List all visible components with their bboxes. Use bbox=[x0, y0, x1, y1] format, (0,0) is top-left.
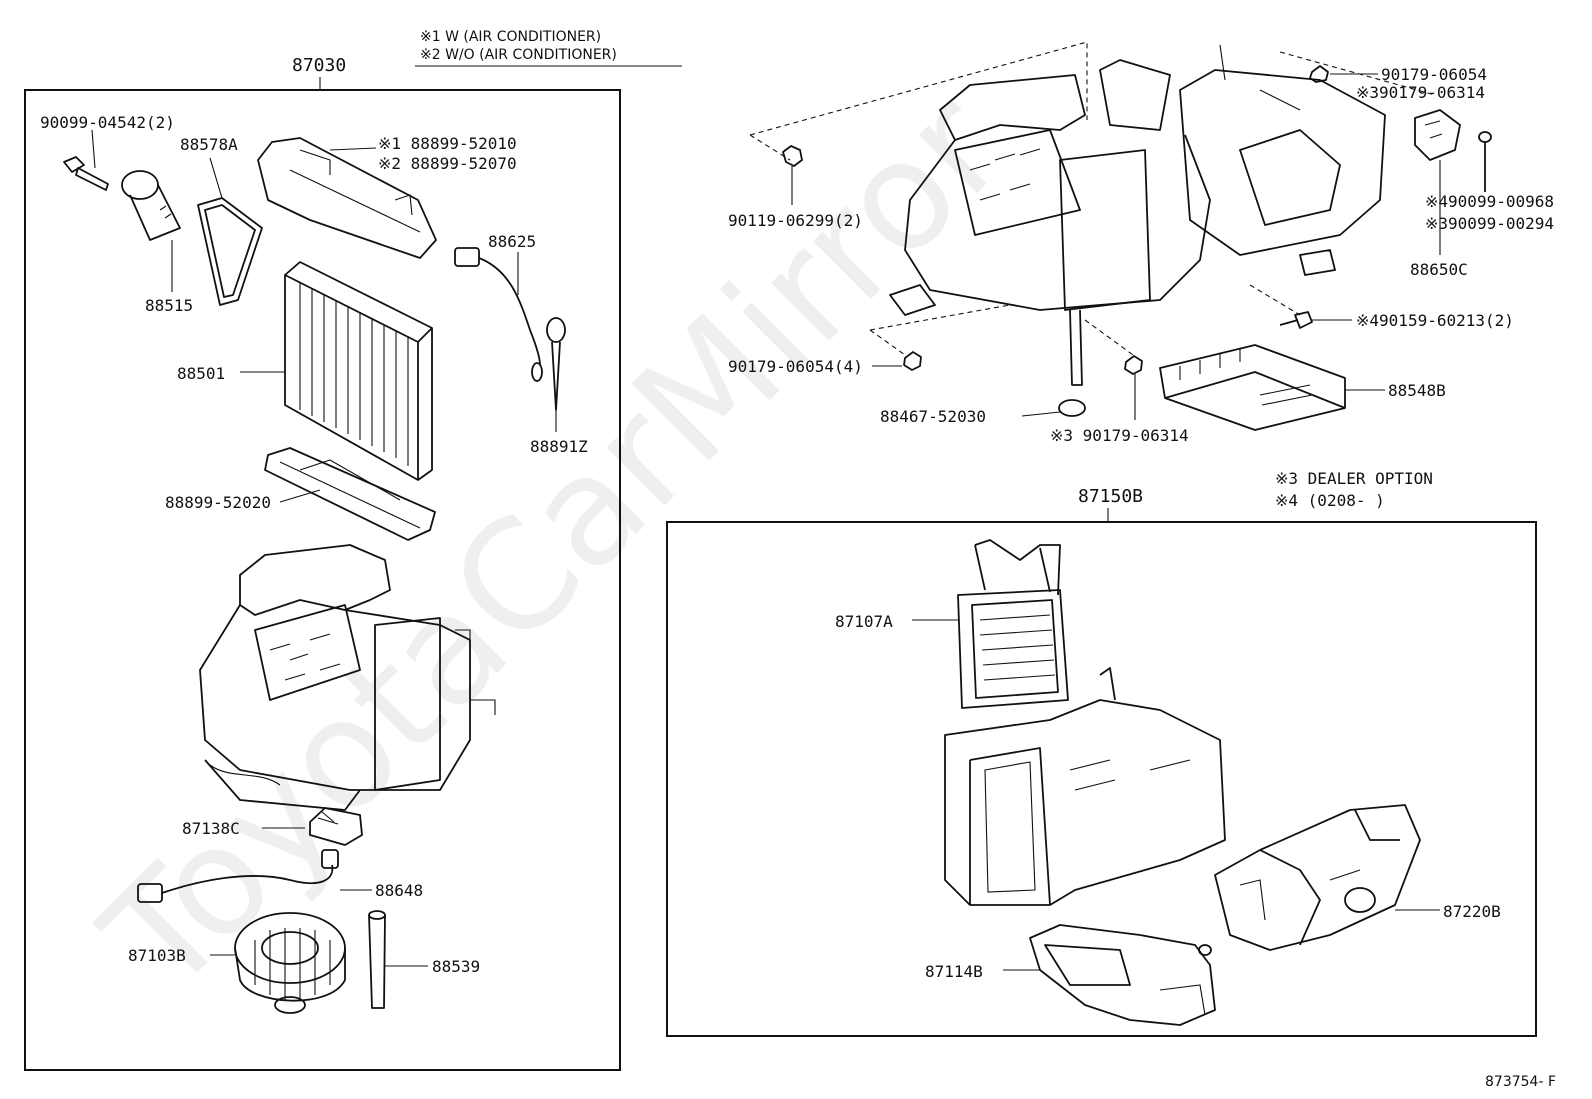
label-88625: 88625 bbox=[488, 232, 536, 251]
label-87107A: 87107A bbox=[835, 612, 893, 631]
bolt-90099-04542 bbox=[63, 129, 109, 191]
label-88899-52070: ※2 88899-52070 bbox=[378, 154, 517, 173]
heater-core-87107A bbox=[912, 539, 1069, 709]
label-90179-06054-top: 90179-06054 bbox=[1381, 65, 1487, 84]
blower-housing bbox=[199, 544, 496, 811]
screw-90119-06299 bbox=[782, 145, 803, 205]
assembly-87030-title: 87030 bbox=[292, 55, 346, 76]
label-90099-04542: 90099-04542(2) bbox=[40, 113, 175, 132]
blower-motor-87103B bbox=[210, 912, 346, 1014]
actuator-88650C bbox=[1414, 109, 1492, 255]
duct-87220B bbox=[1214, 804, 1440, 951]
label-90179-06054-4: 90179-06054(4) bbox=[728, 357, 863, 376]
label-87103B: 87103B bbox=[128, 946, 186, 965]
label-87138C: 87138C bbox=[182, 819, 240, 838]
label-87220B: 87220B bbox=[1443, 902, 1501, 921]
tray-88899-52020 bbox=[264, 447, 436, 541]
evaporator-88501 bbox=[240, 261, 433, 481]
label-88539: 88539 bbox=[432, 957, 480, 976]
legend-mid: ※3 DEALER OPTION ※4 (0208- ) bbox=[1275, 469, 1433, 510]
legend-line-1: ※1 W (AIR CONDITIONER) bbox=[420, 29, 601, 45]
label-90179-06314-top: ※390179-06314 bbox=[1356, 83, 1485, 102]
nut-90179-06054-top bbox=[1309, 65, 1378, 83]
cover-88899-52010 bbox=[257, 137, 437, 259]
sensor-88515 bbox=[121, 170, 181, 292]
heater-case bbox=[944, 667, 1226, 906]
label-87114B: 87114B bbox=[925, 962, 983, 981]
label-90159-60213: ※490159-60213(2) bbox=[1356, 311, 1514, 330]
label-90099-00294: ※390099-00294 bbox=[1425, 214, 1554, 233]
legend-line-2: ※2 W/O (AIR CONDITIONER) bbox=[420, 47, 617, 63]
label-90179-06314-bottom: ※3 90179-06314 bbox=[1050, 426, 1189, 445]
main-hvac-assembly bbox=[749, 41, 1436, 386]
label-88891Z: 88891Z bbox=[530, 437, 588, 456]
resistor-87138C bbox=[262, 807, 363, 846]
wire-88625 bbox=[454, 247, 543, 382]
label-88515: 88515 bbox=[145, 296, 193, 315]
thermistor-88891Z bbox=[546, 317, 566, 432]
label-88899-52010: ※1 88899-52010 bbox=[378, 134, 517, 153]
gasket-88578A bbox=[197, 157, 263, 306]
label-88899-52020: 88899-52020 bbox=[165, 493, 271, 512]
assembly-87150B-box bbox=[666, 521, 1537, 1037]
label-90099-00968: ※490099-00968 bbox=[1425, 192, 1554, 211]
nut-90179-06314-bottom bbox=[1124, 355, 1143, 420]
wire-88648 bbox=[137, 849, 372, 903]
screw-90159-60213 bbox=[1279, 311, 1352, 329]
legend-mid-line-1: ※3 DEALER OPTION bbox=[1275, 469, 1433, 488]
hose-88539 bbox=[368, 910, 428, 1009]
legend-mid-line-2: ※4 (0208- ) bbox=[1275, 491, 1385, 510]
label-88467-52030: 88467-52030 bbox=[880, 407, 986, 426]
assembly-87150B-title: 87150B bbox=[1078, 486, 1143, 507]
diagram-code: 873754- F bbox=[1485, 1074, 1556, 1090]
label-88501: 88501 bbox=[177, 364, 225, 383]
label-88548B: 88548B bbox=[1388, 381, 1446, 400]
label-88650C: 88650C bbox=[1410, 260, 1468, 279]
nut-90179-06054-4 bbox=[872, 351, 922, 371]
assembly-87030-box bbox=[24, 89, 621, 1071]
legend-top: ※1 W (AIR CONDITIONER) ※2 W/O (AIR CONDI… bbox=[415, 29, 682, 67]
duct-87114B bbox=[1003, 924, 1216, 1026]
cushion-88467-52030 bbox=[1021, 399, 1086, 417]
damper-88548B bbox=[1159, 344, 1385, 431]
label-90119-06299: 90119-06299(2) bbox=[728, 211, 863, 230]
label-88578A: 88578A bbox=[180, 135, 238, 154]
label-88648: 88648 bbox=[375, 881, 423, 900]
